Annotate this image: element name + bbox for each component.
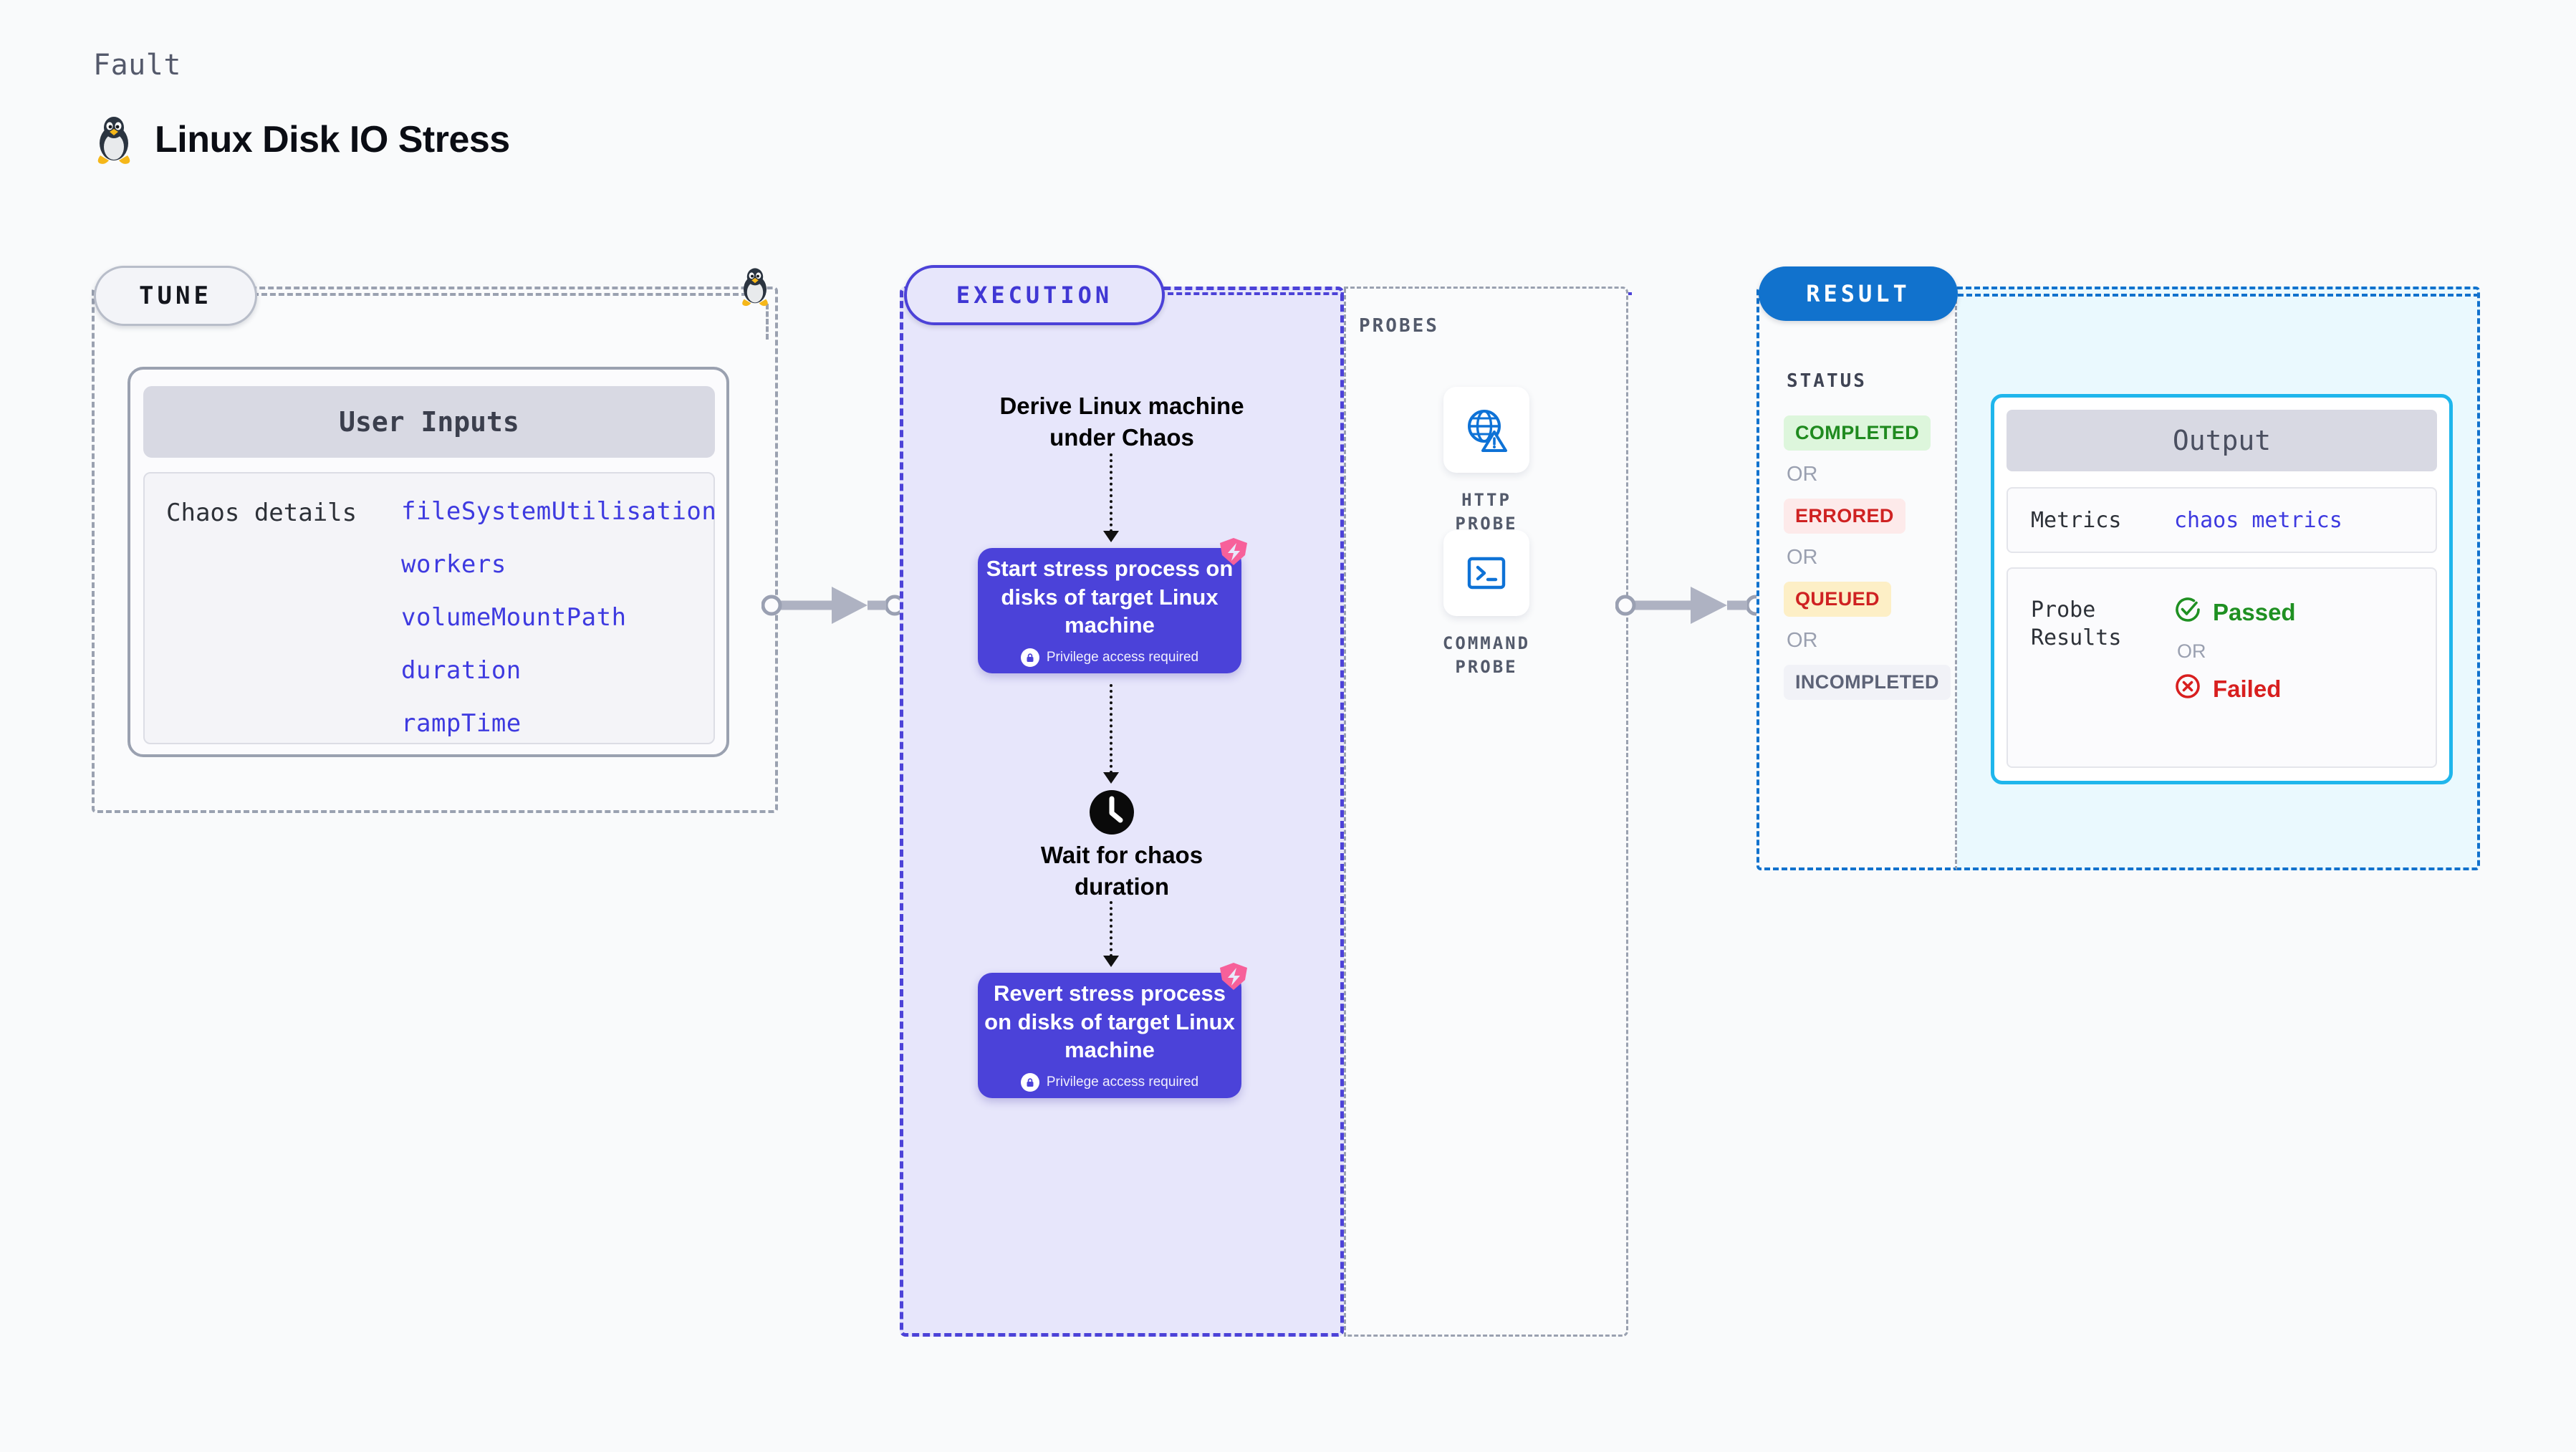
status-or-label: OR xyxy=(1787,546,1818,569)
probe-http-caption: HTTP PROBE xyxy=(1455,490,1518,534)
probe-results-key-line2: Results xyxy=(2031,625,2122,650)
probe-results-key-line1: Probe xyxy=(2031,597,2096,622)
execution-step-title: Revert stress process on disks of target… xyxy=(984,980,1235,1063)
probes-section-divider xyxy=(1344,289,1346,1337)
result-status-boundary xyxy=(1756,287,1957,870)
wait-step-line2: duration xyxy=(1075,872,1169,900)
chaos-fault-icon xyxy=(1218,961,1249,996)
wait-step-label: Wait for chaos duration xyxy=(900,840,1344,903)
parameter-item[interactable]: rampTime xyxy=(401,709,522,738)
execution-section-pill[interactable]: EXECUTION xyxy=(904,265,1165,325)
parameter-item[interactable]: duration xyxy=(401,656,522,685)
user-inputs-card-header: User Inputs xyxy=(143,386,715,458)
chaos-parameter-list: fileSystemUtilisation workers volumeMoun… xyxy=(401,497,716,738)
linux-tux-icon xyxy=(93,115,135,165)
output-card-header: Output xyxy=(2007,410,2437,471)
arrow-head-icon xyxy=(1103,956,1119,967)
tune-section-pill[interactable]: TUNE xyxy=(94,266,257,326)
page-title-row: Linux Disk IO Stress xyxy=(93,115,510,165)
metrics-row: Metrics chaos metrics xyxy=(2007,487,2437,553)
derive-step-line2: under Chaos xyxy=(1049,423,1194,451)
metrics-key: Metrics xyxy=(2031,507,2122,533)
probes-label: PROBES xyxy=(1359,315,1439,337)
clock-icon xyxy=(1088,789,1135,840)
tune-pill-connector-line xyxy=(253,293,747,296)
flow-line-start-to-wait xyxy=(1110,684,1112,774)
derive-step-label: Derive Linux machine under Chaos xyxy=(900,390,1344,453)
privilege-note: Privilege access required xyxy=(1020,1073,1199,1092)
result-pill-connector-line xyxy=(1958,294,2479,297)
chaos-details-label: Chaos details xyxy=(166,499,357,527)
connector-tune-to-execution xyxy=(761,584,905,627)
probe-command-caption: COMMAND PROBE xyxy=(1442,633,1531,678)
probe-results-row: Probe Results Passed OR xyxy=(2007,567,2437,768)
derive-step-line1: Derive Linux machine xyxy=(999,393,1244,419)
page-title: Linux Disk IO Stress xyxy=(155,119,510,160)
status-or-label: OR xyxy=(1787,629,1818,652)
status-badge-queued: QUEUED xyxy=(1784,582,1891,617)
privilege-note: Privilege access required xyxy=(1020,648,1199,667)
check-circle-icon xyxy=(2174,596,2201,629)
connector-probes-to-result xyxy=(1615,584,1766,627)
status-badge-errored: ERRORED xyxy=(1784,499,1905,534)
execution-step-title: Start stress process on disks of target … xyxy=(986,555,1234,638)
metrics-value[interactable]: chaos metrics xyxy=(2174,507,2342,533)
probe-verdict-failed: Failed xyxy=(2174,673,2296,706)
flow-line-wait-to-revert xyxy=(1110,901,1112,957)
terminal-prompt-icon xyxy=(1443,530,1529,616)
status-or-label: OR xyxy=(1787,463,1818,486)
tune-tux-drop-line xyxy=(766,304,769,340)
wait-step-line1: Wait for chaos xyxy=(1040,842,1203,868)
probe-results-key: Probe Results xyxy=(2031,596,2174,706)
probe-verdict-passed: Passed xyxy=(2174,596,2296,629)
probe-command[interactable]: COMMAND PROBE xyxy=(1426,530,1547,679)
arrow-head-icon xyxy=(1103,531,1119,542)
status-badge-completed: COMPLETED xyxy=(1784,415,1931,451)
execution-step-revert[interactable]: Revert stress process on disks of target… xyxy=(978,973,1241,1098)
status-list: COMPLETED OR ERRORED OR QUEUED OR INCOMP… xyxy=(1784,415,1951,700)
globe-warning-icon xyxy=(1443,387,1529,473)
privilege-note-text: Privilege access required xyxy=(1046,650,1199,665)
x-circle-icon xyxy=(2174,673,2201,706)
probe-http[interactable]: HTTP PROBE xyxy=(1426,387,1547,536)
linux-tux-icon xyxy=(738,266,772,310)
parameter-item[interactable]: workers xyxy=(401,550,506,579)
probe-verdict-failed-label: Failed xyxy=(2213,675,2282,702)
arrow-head-icon xyxy=(1103,772,1119,784)
user-inputs-card-body xyxy=(143,472,715,744)
status-label: STATUS xyxy=(1787,370,1867,392)
parameter-item[interactable]: fileSystemUtilisation xyxy=(401,497,717,526)
lock-icon xyxy=(1020,648,1039,667)
status-badge-incompleted: INCOMPLETED xyxy=(1784,665,1951,700)
lock-icon xyxy=(1020,1073,1039,1092)
probe-verdict-passed-label: Passed xyxy=(2213,599,2296,625)
result-section-pill[interactable]: RESULT xyxy=(1759,266,1958,321)
parameter-item[interactable]: volumeMountPath xyxy=(401,603,627,632)
chaos-fault-icon xyxy=(1218,536,1249,571)
probe-results-or-label: OR xyxy=(2177,640,2206,662)
privilege-note-text: Privilege access required xyxy=(1046,1074,1199,1090)
page-kind-label: Fault xyxy=(93,49,181,82)
flow-line-derive-to-start xyxy=(1110,453,1112,532)
execution-step-start[interactable]: Start stress process on disks of target … xyxy=(978,548,1241,673)
